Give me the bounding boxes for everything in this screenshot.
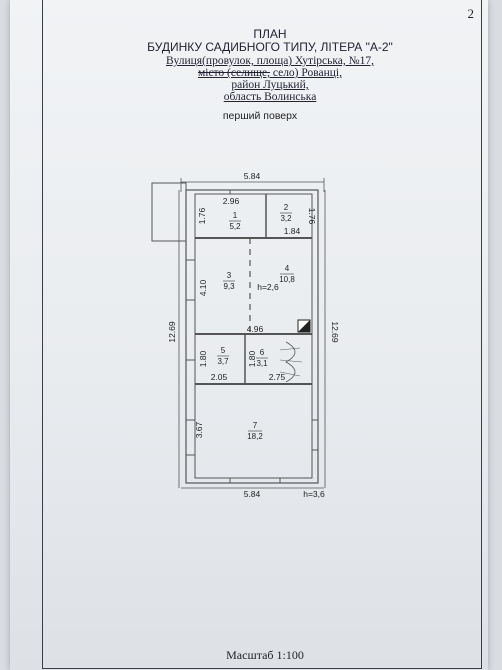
region-line: область Волинська xyxy=(223,91,317,103)
dim-room1-width: 2.96 xyxy=(223,196,240,206)
stairs-mark xyxy=(285,341,296,383)
stove-fill xyxy=(298,320,310,332)
district-line: район Луцький, xyxy=(231,79,309,91)
dim-room2-height: 1.76 xyxy=(307,208,317,225)
plan-subtitle: БУДИНКУ САДИБНОГО ТИПУ, ЛІТЕРА "А-2" xyxy=(147,40,393,54)
room-4-area: 10,8 xyxy=(279,275,295,284)
dim-room6-height: 1.80 xyxy=(247,350,257,367)
city-rest-text: село) Рованці, xyxy=(269,67,343,79)
room-5-area: 3,7 xyxy=(217,357,229,366)
plan-walls xyxy=(151,178,326,489)
room-7-number: 7 xyxy=(253,421,258,430)
city-line: місто (селище, село) Рованці, xyxy=(120,67,420,80)
dim-room7-height: 3.67 xyxy=(194,421,204,438)
street-line: Вулиця(провулок, площа) Хутірська, №17, xyxy=(166,55,374,67)
floor-label: перший поверх xyxy=(222,110,298,122)
room-6-area: 3,1 xyxy=(256,359,268,368)
room-4-number: 4 xyxy=(285,264,290,273)
outer-wall-inner xyxy=(194,193,313,479)
dim-room2-bottom: 1.84 xyxy=(284,226,301,236)
dim-right-height: 12.69 xyxy=(330,321,340,343)
dim-room5-width: 2.05 xyxy=(211,372,228,382)
plan-title: ПЛАН xyxy=(253,27,287,41)
scale-label: Масштаб 1:100 xyxy=(226,648,304,662)
room-6-number: 6 xyxy=(260,348,265,357)
dim-top-width: 5.84 xyxy=(244,171,261,181)
drawing-frame xyxy=(42,0,482,669)
dim-bottom-width: 5.84 xyxy=(244,489,261,499)
room-5-number: 5 xyxy=(221,346,226,355)
city-struck-text: місто (селище, xyxy=(197,67,270,79)
outer-wall-outer xyxy=(185,189,319,484)
dim-bottom-height: h=3,6 xyxy=(303,489,325,499)
dim-room6-width: 2.75 xyxy=(269,372,286,382)
dim-corridor: 4.96 xyxy=(247,324,264,334)
dim-room5-height: 1.80 xyxy=(198,350,208,367)
room-2-area: 3,2 xyxy=(280,214,292,223)
room-3-number: 3 xyxy=(227,271,232,280)
dim-room-height-mark: h=2,6 xyxy=(257,282,279,292)
room-7-area: 18,2 xyxy=(247,432,263,441)
dim-room1-height: 1.76 xyxy=(197,207,207,224)
room-2-number: 2 xyxy=(284,203,289,212)
dim-left-height: 12.69 xyxy=(167,321,177,343)
room-1-number: 1 xyxy=(233,211,238,220)
page-number: 2 xyxy=(467,6,475,21)
room-1-area: 5,2 xyxy=(229,222,241,231)
dim-room3-height: 4.10 xyxy=(198,279,208,296)
room-3-area: 9,3 xyxy=(223,282,235,291)
